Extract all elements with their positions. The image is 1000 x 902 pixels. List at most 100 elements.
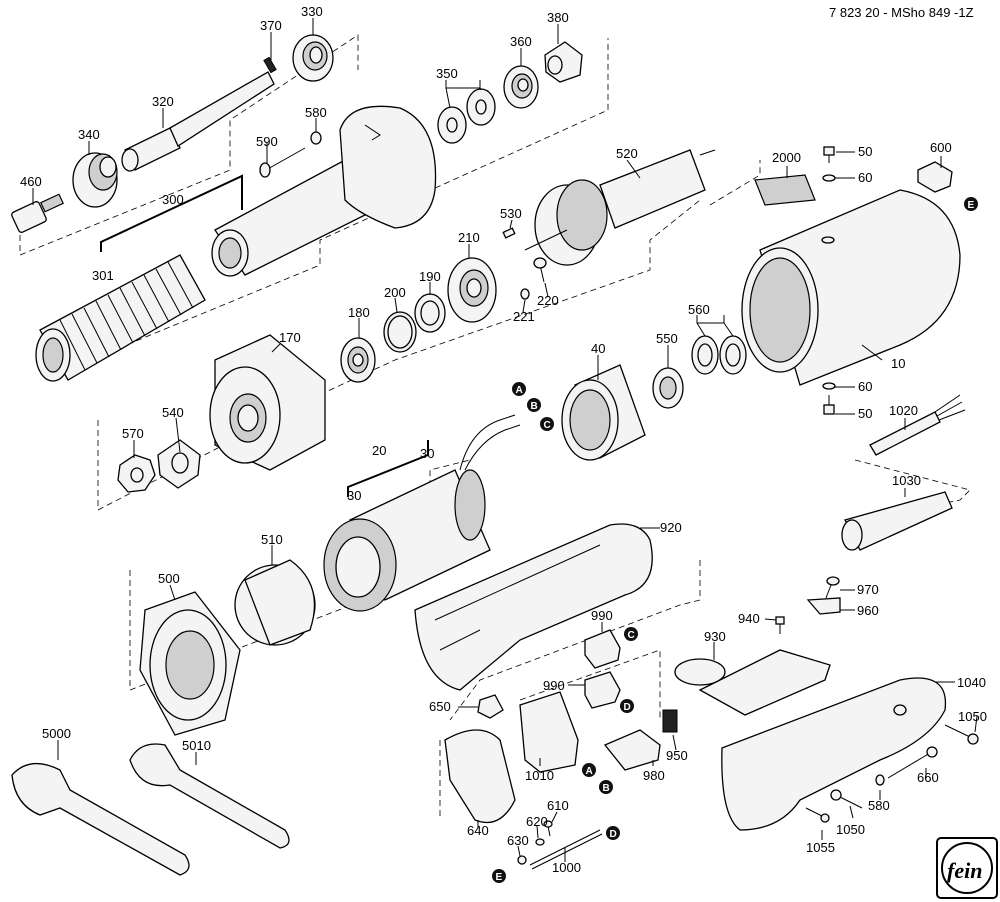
label-320: 320 [152, 94, 174, 109]
part-640-plate [444, 729, 516, 824]
label-210: 210 [458, 230, 480, 245]
label-980: 980 [643, 768, 665, 783]
part-1010-cover [519, 691, 579, 773]
part-60-washer-bottom [822, 382, 836, 390]
label-20: 20 [372, 443, 386, 458]
label-1050-lower: 1050 [836, 822, 865, 837]
part-620-washer [535, 838, 545, 846]
label-970: 970 [857, 582, 879, 597]
part-630-washer [517, 855, 527, 865]
part-460-collet [11, 193, 64, 233]
part-580-washer-lower [875, 774, 885, 786]
part-380-retainer [544, 41, 583, 83]
part-1040-handle-cover [721, 677, 947, 831]
part-1050-screw-right [944, 724, 979, 745]
part-990-brush-top [584, 629, 621, 669]
part-920-handle [414, 523, 653, 691]
svg-text:C: C [628, 630, 635, 641]
part-520-armature [524, 149, 716, 266]
label-370: 370 [260, 18, 282, 33]
svg-text:D: D [624, 702, 631, 713]
part-labels: 370 330 380 360 350 320 580 340 590 460 … [20, 4, 987, 875]
label-930: 930 [704, 629, 726, 644]
callout-A-bottom: A [582, 763, 596, 777]
label-960: 960 [857, 603, 879, 618]
part-301-grip-sleeve [35, 254, 206, 382]
assembly-guide-lines [19, 34, 971, 820]
svg-text:B: B [531, 401, 538, 412]
label-630: 630 [507, 833, 529, 848]
label-520: 520 [616, 146, 638, 161]
part-550-bearing [652, 367, 684, 409]
part-930-switch [674, 649, 831, 716]
part-180-bearing [340, 337, 376, 383]
part-590-screw [259, 147, 306, 178]
part-530-key [502, 227, 516, 239]
group-brackets [100, 174, 429, 497]
label-600: 600 [930, 140, 952, 155]
part-221-washer [520, 288, 530, 300]
label-1055: 1055 [806, 840, 835, 855]
label-50-bottom: 50 [858, 406, 872, 421]
part-650-grommet [477, 694, 504, 719]
label-350: 350 [436, 66, 458, 81]
label-1020: 1020 [889, 403, 918, 418]
part-50-screw-top [823, 146, 835, 163]
part-300-gear-housing [211, 105, 437, 277]
label-170: 170 [279, 330, 301, 345]
label-50-top: 50 [858, 144, 872, 159]
label-1040: 1040 [957, 675, 986, 690]
label-640: 640 [467, 823, 489, 838]
svg-text:fein: fein [947, 858, 982, 883]
part-190-ring [414, 293, 446, 333]
leader-lines [32, 18, 978, 862]
label-1000: 1000 [552, 860, 581, 875]
label-301: 301 [92, 268, 114, 283]
part-940-screw [775, 616, 785, 634]
svg-text:C: C [544, 420, 551, 431]
part-600-block [917, 161, 953, 193]
callout-C-mid: C [624, 627, 638, 641]
part-510-cup [234, 559, 316, 646]
label-580: 580 [305, 105, 327, 120]
part-5010-wrench [129, 743, 290, 849]
part-1030-sleeve [841, 491, 953, 551]
label-200: 200 [384, 285, 406, 300]
part-330-bearing [292, 34, 334, 82]
label-590: 590 [256, 134, 278, 149]
part-20-stator [323, 414, 521, 612]
callout-D-mid: D [620, 699, 634, 713]
label-10: 10 [891, 356, 905, 371]
label-610: 610 [547, 798, 569, 813]
callout-B-top: B [527, 398, 541, 412]
label-460: 460 [20, 174, 42, 189]
svg-text:E: E [968, 200, 975, 211]
svg-text:A: A [516, 385, 523, 396]
label-990-top: 990 [591, 608, 613, 623]
label-950: 950 [666, 748, 688, 763]
svg-text:D: D [610, 829, 617, 840]
part-1000-ground-cable [529, 829, 603, 870]
svg-text:E: E [496, 872, 503, 883]
callout-markers: A B C E C D A B D E [492, 197, 978, 883]
part-660-screw [887, 746, 938, 779]
svg-text:B: B [603, 783, 610, 794]
label-40: 40 [591, 341, 605, 356]
part-220-screw [533, 257, 547, 283]
label-580-lower: 580 [868, 798, 890, 813]
label-510: 510 [261, 532, 283, 547]
document-id: 7 823 20 - MSho 849 -1Z [829, 5, 974, 20]
part-170-bearing-flange [209, 334, 326, 471]
part-970-screw [825, 576, 840, 599]
label-30-left: 30 [347, 488, 361, 503]
label-660: 660 [917, 770, 939, 785]
part-540-fan [157, 439, 201, 489]
label-650: 650 [429, 699, 451, 714]
callout-D-bottom: D [606, 826, 620, 840]
part-1055-screw [805, 807, 830, 823]
part-560-washers [691, 335, 747, 375]
callout-E-right: E [964, 197, 978, 211]
part-60-washer-top [822, 174, 836, 182]
svg-text:A: A [586, 766, 593, 777]
label-500: 500 [158, 571, 180, 586]
